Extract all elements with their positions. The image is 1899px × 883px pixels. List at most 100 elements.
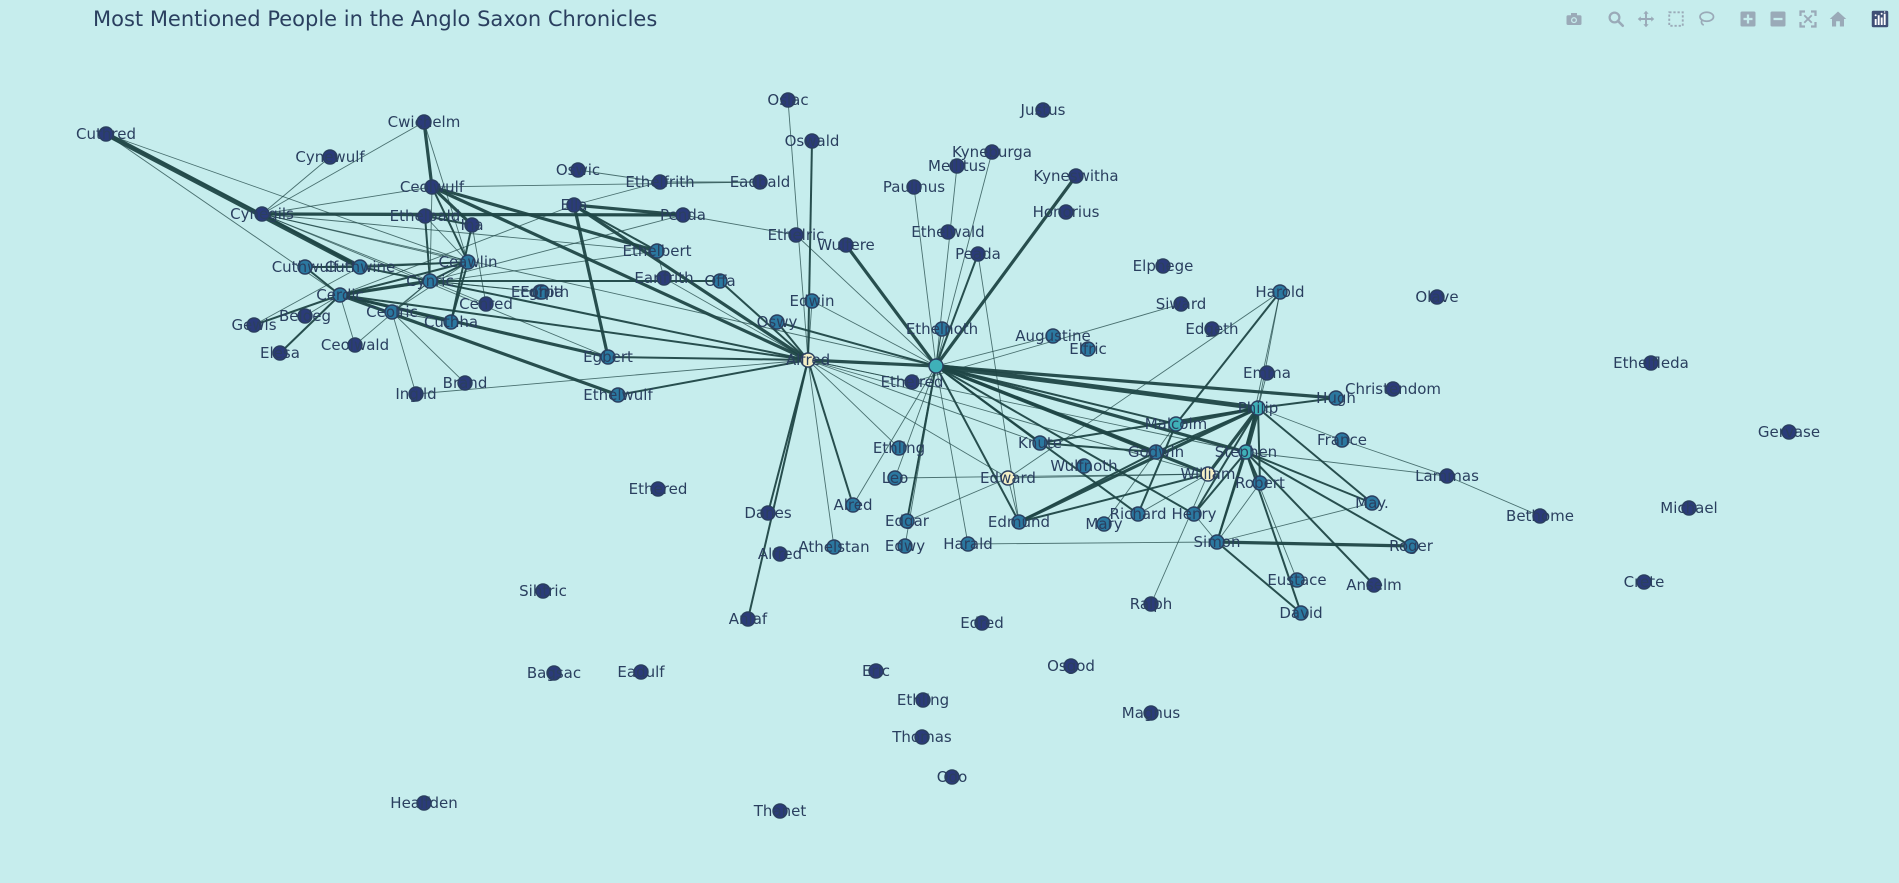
node-france[interactable]: [1334, 432, 1350, 448]
plotly-logo-icon[interactable]: [1869, 8, 1891, 30]
node-harald[interactable]: [960, 536, 976, 552]
node-cwichelm[interactable]: [416, 114, 432, 130]
node-ethelbert[interactable]: [649, 243, 665, 259]
node-ethelfrith[interactable]: [652, 174, 668, 190]
node-mellitus[interactable]: [949, 158, 965, 174]
node-edgar[interactable]: [899, 513, 915, 529]
node-wulfere[interactable]: [838, 237, 854, 253]
node-elfric[interactable]: [1080, 341, 1096, 357]
node-christendom[interactable]: [1385, 381, 1401, 397]
node-thomas[interactable]: [914, 729, 930, 745]
node-ethelwald[interactable]: [940, 224, 956, 240]
node-ethelfleda[interactable]: [1643, 355, 1659, 371]
node-cuthred[interactable]: [98, 126, 114, 142]
node-oswic[interactable]: [570, 162, 586, 178]
node-ethling2[interactable]: [915, 692, 931, 708]
node-malcolm[interactable]: [1168, 416, 1184, 432]
node-richard[interactable]: [1130, 506, 1146, 522]
node-michael[interactable]: [1681, 500, 1697, 516]
node-may[interactable]: [1364, 495, 1380, 511]
node-egbert[interactable]: [600, 349, 616, 365]
node-ingild[interactable]: [408, 386, 424, 402]
node-offa[interactable]: [712, 273, 728, 289]
node-ethling[interactable]: [891, 440, 907, 456]
camera-icon[interactable]: [1563, 8, 1585, 30]
node-bethome[interactable]: [1532, 508, 1548, 524]
node-wulfnoth[interactable]: [1076, 458, 1092, 474]
node-ralph[interactable]: [1143, 596, 1159, 612]
node-paulinus[interactable]: [906, 179, 922, 195]
node-sihtric[interactable]: [535, 583, 551, 599]
node-danes[interactable]: [760, 505, 776, 521]
node-oslac[interactable]: [780, 92, 796, 108]
node-magnus[interactable]: [1143, 705, 1159, 721]
node-edgeth[interactable]: [1204, 321, 1220, 337]
node-emma[interactable]: [1259, 365, 1275, 381]
node-eadulf[interactable]: [633, 664, 649, 680]
node-hugh[interactable]: [1328, 390, 1344, 406]
node-edmund[interactable]: [1011, 514, 1027, 530]
node-oswy[interactable]: [769, 314, 785, 330]
node-alfred[interactable]: [800, 352, 816, 368]
node-cynewulf[interactable]: [322, 149, 338, 165]
node-henry[interactable]: [1186, 506, 1202, 522]
node-kyneswitha[interactable]: [1068, 168, 1084, 184]
node-ethelwulf[interactable]: [610, 387, 626, 403]
node-athelstan[interactable]: [826, 539, 842, 555]
node-ethelred[interactable]: [904, 374, 920, 390]
node-crete[interactable]: [1636, 574, 1652, 590]
node-edwin[interactable]: [804, 293, 820, 309]
node-oswald[interactable]: [804, 133, 820, 149]
node-stephen[interactable]: [1238, 444, 1254, 460]
node-eustace[interactable]: [1289, 572, 1305, 588]
zoom-out-icon[interactable]: [1767, 8, 1789, 30]
node-honorius[interactable]: [1058, 204, 1074, 220]
node-edward[interactable]: [1000, 470, 1016, 486]
node-simon[interactable]: [1209, 534, 1225, 550]
node-augustine[interactable]: [1045, 328, 1061, 344]
node-gervase[interactable]: [1781, 424, 1797, 440]
node-beldeg[interactable]: [297, 308, 313, 324]
node-odo[interactable]: [944, 769, 960, 785]
node-ethelric[interactable]: [788, 227, 804, 243]
node-cuthha[interactable]: [443, 314, 459, 330]
node-ceolwulf[interactable]: [424, 179, 440, 195]
node-ina[interactable]: [464, 217, 480, 233]
node-leo[interactable]: [887, 470, 903, 486]
node-bagsac[interactable]: [546, 665, 562, 681]
node-eadbald[interactable]: [752, 174, 768, 190]
node-cenred[interactable]: [478, 296, 494, 312]
node-edward_k[interactable]: [928, 358, 944, 374]
node-eanfrith[interactable]: [656, 270, 672, 286]
node-healfden[interactable]: [416, 795, 432, 811]
node-philip[interactable]: [1250, 400, 1266, 416]
node-robert[interactable]: [1252, 475, 1268, 491]
node-gewis[interactable]: [246, 317, 262, 333]
node-elphege[interactable]: [1155, 258, 1171, 274]
reset-axes-icon[interactable]: [1827, 8, 1849, 30]
autoscale-icon[interactable]: [1797, 8, 1819, 30]
node-olave[interactable]: [1429, 289, 1445, 305]
node-thanet[interactable]: [772, 803, 788, 819]
node-cerdic[interactable]: [332, 287, 348, 303]
node-ethelnoth[interactable]: [934, 321, 950, 337]
node-cuthwine[interactable]: [352, 259, 368, 275]
node-ethelbald[interactable]: [417, 208, 433, 224]
node-william[interactable]: [1200, 466, 1216, 482]
node-edwy[interactable]: [897, 538, 913, 554]
node-eorpa[interactable]: [534, 284, 550, 300]
node-cynegils[interactable]: [254, 206, 270, 222]
node-knute[interactable]: [1032, 435, 1048, 451]
node-roger[interactable]: [1403, 538, 1419, 554]
node-elesa[interactable]: [272, 345, 288, 361]
lasso-select-icon[interactable]: [1695, 8, 1717, 30]
node-ceawlin[interactable]: [460, 254, 476, 270]
node-alred[interactable]: [845, 497, 861, 513]
node-osgod[interactable]: [1063, 658, 1079, 674]
box-select-icon[interactable]: [1665, 8, 1687, 30]
zoom-in-icon[interactable]: [1737, 8, 1759, 30]
node-harold[interactable]: [1272, 284, 1288, 300]
zoom-icon[interactable]: [1605, 8, 1627, 30]
node-peada[interactable]: [970, 246, 986, 262]
